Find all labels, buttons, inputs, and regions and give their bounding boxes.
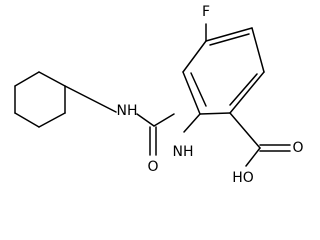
bond-aryl-to-nh — [183, 113, 201, 133]
cyclohexane-ring — [14, 71, 66, 128]
bond-carbonyl-to-nh — [153, 113, 175, 127]
bond-carboxyl-hydroxyl — [245, 147, 261, 167]
bond-benzene-6 — [182, 40, 207, 73]
bond-cyclohexyl-to-nh — [64, 85, 117, 113]
bond-benzene-5 — [182, 71, 201, 115]
substituent-bonds — [183, 23, 291, 167]
aryl-nh-label: NH — [173, 144, 194, 160]
chemical-structure-diagram: F NH NH O O HO — [14, 4, 304, 186]
bond-benzene-4 — [199, 112, 231, 115]
bond-nh-to-carbonyl — [136, 113, 155, 127]
bond-benzene-1 — [205, 27, 253, 42]
urea-linker — [64, 85, 175, 156]
cyclohexyl-nh-label: NH — [117, 103, 138, 119]
hydroxyl-label: HO — [232, 170, 254, 186]
bond-cyclohexane-2 — [38, 71, 66, 87]
fluorine-label: F — [202, 4, 210, 20]
bond-cyclohexane-4 — [38, 112, 66, 128]
bond-aryl-to-carboxyl — [229, 112, 261, 149]
bond-benzene-2 — [251, 27, 265, 73]
urea-oxygen-label: O — [147, 159, 158, 175]
bond-benzene-3 — [229, 71, 265, 114]
benzene-ring — [182, 27, 265, 115]
bond-benzene-5-inner — [190, 72, 207, 107]
carboxyl-oxygen-label: O — [292, 140, 303, 156]
bond-benzene-3-inner — [229, 73, 258, 106]
bond-cyclohexane-5 — [14, 112, 40, 128]
bond-benzene-1-inner — [209, 33, 250, 46]
bond-cyclohexane-1 — [14, 71, 40, 87]
